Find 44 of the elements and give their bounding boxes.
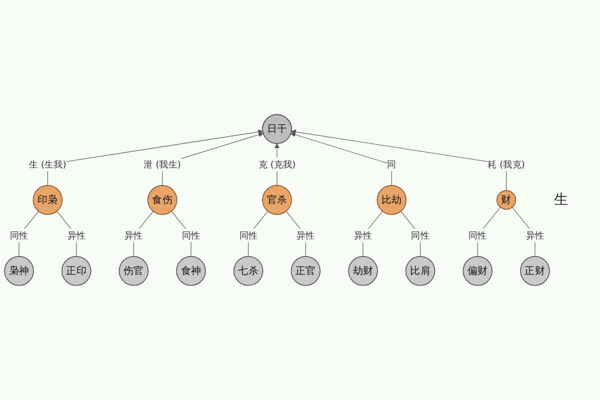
edge-label: 异性 — [354, 230, 372, 241]
arrow — [291, 129, 507, 191]
node-circle: 财 — [496, 190, 516, 210]
node-circle: 枭神 — [4, 256, 34, 286]
connector — [362, 210, 383, 257]
edge-label: 泄 (我生) — [144, 158, 181, 170]
connector — [133, 210, 154, 257]
node-circle: 七杀 — [233, 256, 264, 286]
node-circle: 正官 — [290, 256, 321, 286]
node-circle: 伤官 — [118, 256, 149, 286]
node-circle: 印枭 — [32, 185, 63, 215]
edge-label: 异性 — [67, 230, 86, 241]
connector — [477, 207, 501, 257]
node-circle: 官杀 — [262, 185, 292, 215]
connector — [286, 210, 306, 257]
note-text: 生 — [554, 191, 569, 209]
edge-label: 同性 — [411, 230, 430, 241]
node-circle: 正印 — [61, 256, 92, 286]
connector — [18, 210, 39, 257]
edge-label: 异性 — [124, 230, 143, 241]
connector — [512, 207, 536, 257]
node-circle: 比劫 — [376, 185, 407, 215]
node-circle: 食神 — [176, 256, 206, 286]
connector — [56, 210, 77, 257]
connector — [171, 210, 192, 257]
edge-label: 同 — [387, 158, 396, 170]
connector — [400, 210, 421, 257]
node-circle: 日干 — [262, 114, 292, 144]
edge-label: 同性 — [239, 230, 258, 241]
node-circle: 食伤 — [147, 185, 178, 215]
node-circle: 比肩 — [405, 256, 436, 286]
edge-label: 异性 — [526, 230, 544, 241]
edge-label: 同性 — [468, 230, 487, 241]
node-circle: 正财 — [520, 256, 550, 286]
edge-label: 异性 — [296, 230, 315, 241]
edge-label: 同性 — [182, 230, 200, 241]
node-circle: 偏财 — [462, 256, 493, 286]
node-circle: 劫财 — [348, 256, 378, 286]
arrow — [290, 132, 392, 186]
edge-label: 生 (生我) — [29, 158, 66, 170]
edge-label: 克 (克我) — [258, 158, 296, 170]
edge-label: 同性 — [10, 230, 28, 241]
connector — [248, 210, 268, 257]
edge-label: 耗 (我克) — [488, 158, 525, 170]
